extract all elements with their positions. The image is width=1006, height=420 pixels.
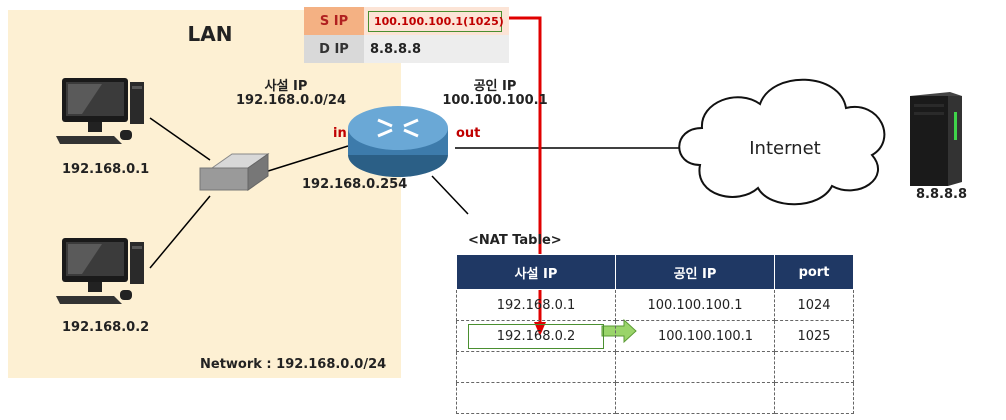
- router-out-label: out: [456, 126, 481, 141]
- src-ip-cell: 100.100.100.1(1025): [364, 7, 509, 35]
- server-ip: 8.8.8.8: [916, 187, 967, 202]
- nat-cell-port: 1024: [774, 289, 854, 321]
- nat-cell-private: [456, 351, 616, 383]
- nat-cell-public: 100.100.100.1: [615, 289, 775, 321]
- dst-ip-row: D IP 8.8.8.8: [304, 35, 509, 63]
- dst-ip-label: D IP: [304, 35, 364, 63]
- nat-cell-port: 1025: [774, 320, 854, 352]
- nat-col-private: 사설 IP: [456, 254, 616, 290]
- nat-highlight-private: 192.168.0.2: [468, 323, 604, 349]
- dst-ip-value: 8.8.8.8: [364, 35, 509, 63]
- nat-table: 사설 IP 공인 IP port 192.168.0.1 100.100.100…: [456, 254, 854, 414]
- nat-col-port: port: [774, 254, 854, 290]
- table-row: 192.168.0.1 100.100.100.1 1024: [456, 289, 854, 321]
- nat-table-caption: <NAT Table>: [468, 233, 562, 248]
- internet-cloud-icon: [678, 78, 886, 206]
- packet-header-table: S IP 100.100.100.1(1025) D IP 8.8.8.8: [304, 7, 509, 63]
- nat-cell-public: 100.100.100.1: [615, 320, 775, 352]
- router-icon: [348, 106, 448, 177]
- nat-cell-private: [456, 382, 616, 414]
- public-ip-value: 100.100.100.1: [442, 93, 548, 108]
- src-ip-row: S IP 100.100.100.1(1025): [304, 7, 509, 35]
- lan-area: [8, 10, 401, 378]
- lan-network-label: Network : 192.168.0.0/24: [200, 357, 387, 372]
- table-row: 192.168.0.2 100.100.100.1 1025: [456, 320, 854, 352]
- nat-col-public: 공인 IP: [615, 254, 775, 290]
- lan-title: LAN: [187, 22, 233, 46]
- router-lan-ip: 192.168.0.254: [302, 177, 408, 192]
- table-row: [456, 351, 854, 383]
- server-icon: [910, 92, 962, 186]
- link-pc2-switch: [149, 195, 211, 269]
- public-ip-label: 공인 IP: [473, 79, 517, 94]
- internet-label: Internet: [749, 138, 821, 159]
- nat-cell-public: [615, 351, 775, 383]
- host1-ip: 192.168.0.1: [62, 162, 150, 177]
- src-ip-label: S IP: [304, 7, 364, 35]
- nat-cell-private: 192.168.0.1: [456, 289, 616, 321]
- switch-icon: [199, 153, 270, 191]
- nat-cell-private: 192.168.0.2: [456, 320, 616, 352]
- red-path-line: [502, 16, 542, 326]
- nat-cell-port: [774, 382, 854, 414]
- table-row: [456, 382, 854, 414]
- pc1-icon: [56, 78, 144, 144]
- link-switch-router: [264, 145, 349, 173]
- nat-cell-port: [774, 351, 854, 383]
- router-in-label: in: [333, 126, 347, 141]
- nat-header-row: 사설 IP 공인 IP port: [456, 254, 854, 290]
- pc2-icon: [56, 238, 144, 304]
- link-router-nat: [431, 175, 469, 215]
- host2-ip: 192.168.0.2: [62, 320, 150, 335]
- private-ip-label: 사설 IP: [264, 79, 308, 94]
- nat-cell-public: [615, 382, 775, 414]
- link-pc1-switch: [149, 117, 211, 161]
- src-ip-value: 100.100.100.1(1025): [368, 10, 504, 32]
- private-network: 192.168.0.0/24: [236, 93, 347, 108]
